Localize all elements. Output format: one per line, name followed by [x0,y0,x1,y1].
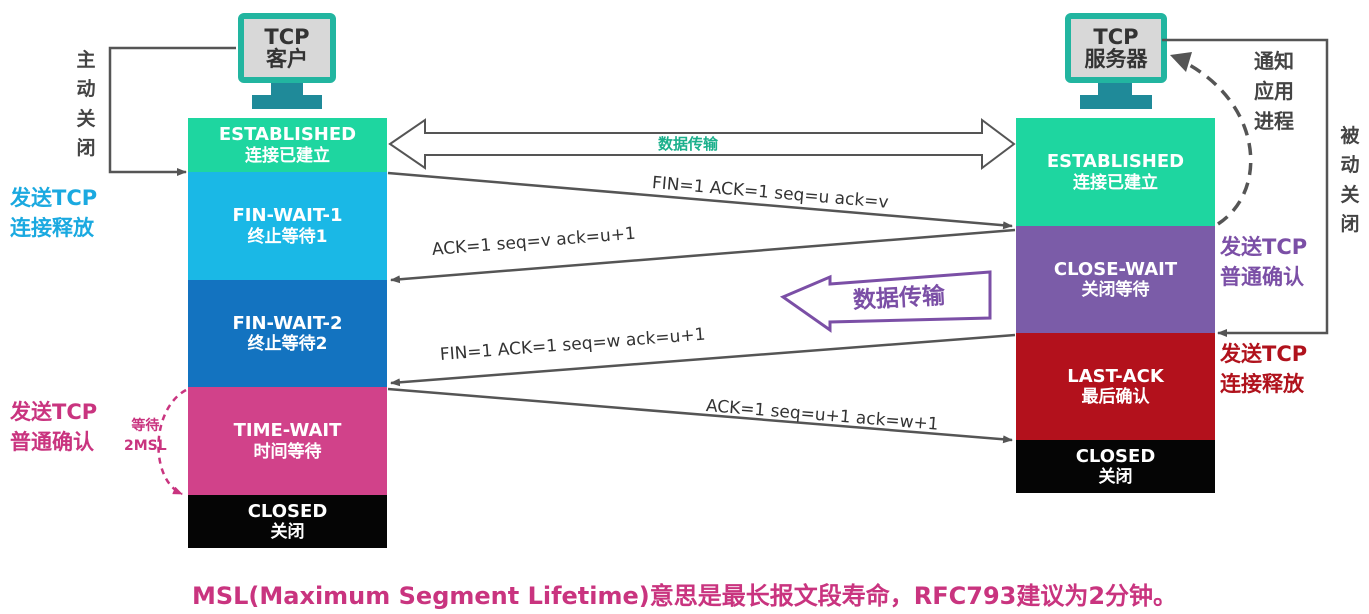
server-title: TCP [1093,24,1139,49]
note-line: 应用 [1254,79,1294,103]
state-en: ESTABLISHED [1046,151,1185,172]
state-zh: 终止等待1 [247,226,328,247]
passive-close-label: 被动关闭 [1340,125,1360,236]
data-transfer-label: 数据传输 [658,135,719,153]
note-line: 发送TCP [10,186,98,210]
note-line: 连接释放 [10,216,94,241]
state-en: FIN-WAIT-1 [232,205,343,226]
segment-arrow-ack-server-to-client [390,228,1016,284]
client-state-fin-wait-2: FIN-WAIT-2 终止等待2 [188,280,387,387]
server-monitor-base [1080,95,1152,109]
client-monitor-neck [271,83,303,95]
notify-app-arrowhead [1170,52,1192,72]
client-state-fin-wait-1: FIN-WAIT-1 终止等待1 [188,172,387,280]
client-send-ack-note: 发送TCP 普通确认 [10,397,97,458]
server-monitor-icon: TCP 服务器 [1065,13,1167,83]
note-line: 发送TCP [10,400,98,424]
state-en: CLOSED [247,500,328,522]
client-state-time-wait: TIME-WAIT 时间等待 [188,387,387,495]
state-zh: 最后确认 [1081,387,1150,408]
server-state-established: ESTABLISHED 连接已建立 [1016,118,1215,226]
wait-2msl-note: 等待 2MSL [124,416,167,457]
state-zh: 连接已建立 [1073,172,1158,193]
data-transfer-big-label: 数据传输 [852,283,946,314]
server-state-closed: CLOSED 关闭 [1016,440,1215,493]
note-line: 普通确认 [1220,265,1304,290]
note-line: 发送TCP [1220,342,1308,366]
client-title: TCP [264,24,310,49]
client-monitor-icon: TCP 客户 [238,13,336,83]
client-active-close-connector [108,46,236,176]
state-en: FIN-WAIT-2 [232,312,343,334]
server-passive-close-connector [1162,38,1329,337]
state-zh: 关闭等待 [1081,280,1150,301]
state-zh: 关闭 [1098,467,1133,488]
state-en: CLOSE-WAIT [1053,258,1178,280]
state-en: TIME-WAIT [233,420,342,441]
data-transfer-purple-arrow [779,270,992,333]
server-send-release-note: 发送TCP 连接释放 [1220,339,1307,400]
segment-arrow-fin-client-to-server [387,171,1013,230]
data-transfer-double-arrow [388,118,1016,170]
client-send-release-note: 发送TCP 连接释放 [10,183,97,244]
note-line: 等待 [131,418,160,434]
active-close-label: 主动关闭 [76,49,96,160]
client-subtitle: 客户 [266,47,308,71]
notify-app-note: 通知 应用 进程 [1254,46,1294,136]
footer-note: MSL(Maximum Segment Lifetime)意思是最长报文段寿命，… [191,582,1178,610]
note-line: 普通确认 [10,430,94,455]
note-line: 2MSL [124,438,167,455]
wait-2msl-dashed-curve [157,388,187,496]
server-state-close-wait: CLOSE-WAIT 关闭等待 [1016,226,1215,333]
note-line: 进程 [1254,109,1294,133]
state-zh: 关闭 [270,522,305,543]
client-monitor-base [252,95,322,109]
state-en: LAST-ACK [1067,365,1164,387]
server-monitor-neck [1098,83,1132,95]
server-state-last-ack: LAST-ACK 最后确认 [1016,333,1215,440]
state-en: CLOSED [1075,445,1156,467]
note-line: 发送TCP [1220,235,1308,259]
client-state-established: ESTABLISHED 连接已建立 [188,118,387,172]
state-zh: 时间等待 [253,441,322,462]
state-zh: 终止等待2 [247,334,328,355]
notify-app-dashed-arrow [1179,58,1253,226]
note-line: 通知 [1254,49,1294,73]
client-state-closed: CLOSED 关闭 [188,495,387,548]
note-line: 连接释放 [1220,372,1304,397]
segment-arrow-fin-server-to-client [390,333,1016,387]
server-subtitle: 服务器 [1084,47,1148,71]
server-send-ack-note: 发送TCP 普通确认 [1220,232,1307,293]
state-en: ESTABLISHED [218,124,357,145]
segment-arrow-ack-client-to-server [387,387,1013,444]
state-zh: 连接已建立 [245,145,330,166]
